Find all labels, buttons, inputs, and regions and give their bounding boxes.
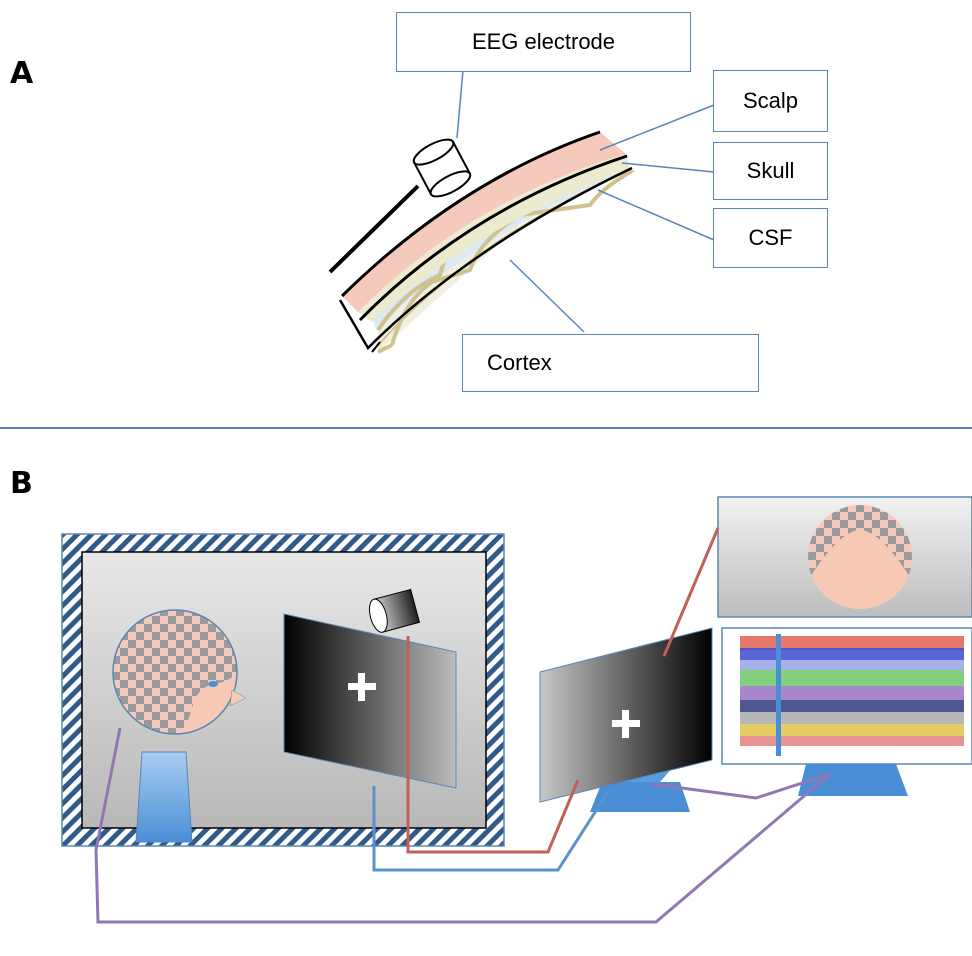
- eeg-cursor: [776, 634, 781, 756]
- eeg-electrode-label: EEG electrode: [396, 12, 691, 72]
- cable-red: [406, 636, 580, 854]
- eeg-traces: [740, 636, 964, 746]
- scalp-leader: [599, 104, 715, 151]
- cable-blue: [372, 786, 610, 872]
- cortex-label: Cortex: [462, 334, 759, 392]
- display-cap: [808, 505, 912, 580]
- skull-label: Skull: [713, 142, 828, 200]
- panel-a-letter: A: [10, 56, 34, 91]
- skull-leader: [621, 162, 715, 173]
- participant-body: [135, 751, 193, 843]
- participant-eye: [208, 681, 218, 687]
- csf-label: CSF: [713, 208, 828, 268]
- operator-monitor-base: [590, 782, 690, 812]
- photodiode: [368, 588, 421, 633]
- electrode-leader: [456, 69, 464, 139]
- cable-purple-1: [94, 727, 831, 924]
- participant-nose: [229, 689, 247, 707]
- skull-band: [358, 154, 630, 322]
- electrode-wire: [328, 184, 420, 274]
- participant-cap: [113, 610, 237, 734]
- eeg-electrode: [412, 138, 472, 198]
- scalp-band: [342, 132, 626, 312]
- cable-purple-2: [651, 772, 831, 800]
- cable-red-upper: [662, 527, 720, 657]
- display-stand: [798, 764, 908, 796]
- panel-b-letter: B: [10, 466, 33, 501]
- stimulus-screen: [283, 613, 457, 789]
- scalp-label: Scalp: [713, 70, 828, 132]
- csf-leader: [597, 189, 715, 241]
- cortex-lower-boundary: [371, 341, 381, 353]
- cortex-leader: [509, 259, 585, 333]
